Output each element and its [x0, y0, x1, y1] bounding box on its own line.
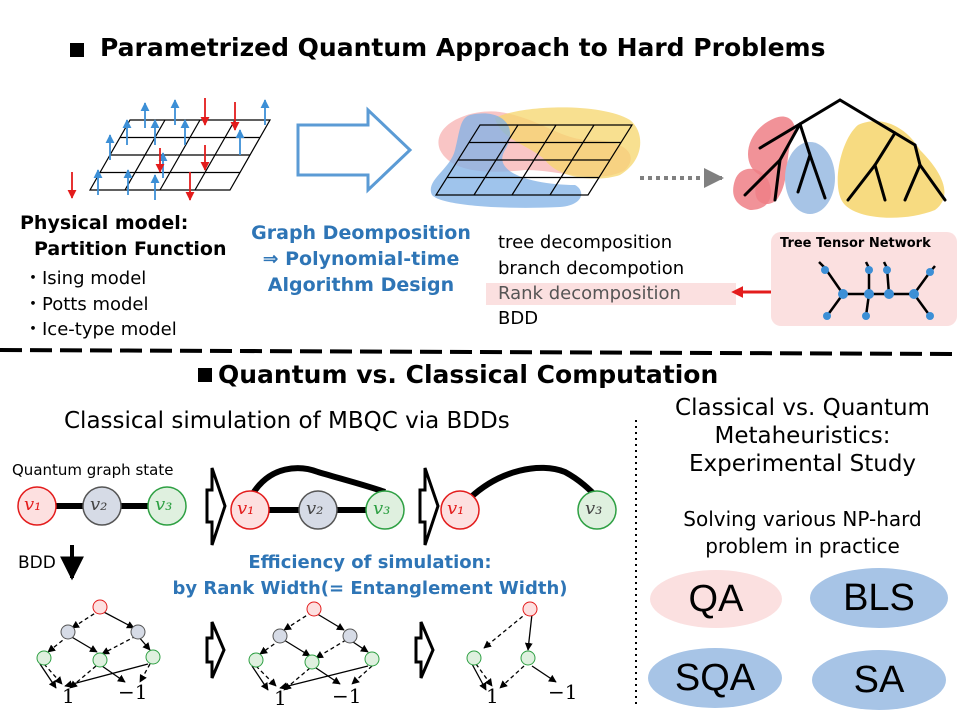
node-v3: v₃: [373, 498, 391, 519]
graph-state-2: [230, 465, 405, 530]
graph-decomp-line-3: Algorithm Design: [267, 274, 455, 296]
bdd-label: BDD: [18, 553, 56, 573]
model-item-ising: ・Ising model: [24, 268, 147, 289]
bdd-nodes: [36, 599, 538, 670]
graph-decomposition-label: Graph Deomposition ⇒ Polynomial-time Alg…: [236, 220, 486, 298]
metaheuristics-subtitle: Solving various NP-hard problem in pract…: [645, 506, 960, 560]
title-bullet-icon: [198, 368, 212, 382]
physical-model-label: Physical model:: [20, 212, 189, 234]
step-arrows: [205, 467, 440, 679]
decomp-tree: tree decomposition: [498, 232, 673, 253]
bdd-graph-1: [39, 609, 151, 689]
method-qa: QA: [650, 570, 782, 628]
big-right-arrow-icon: [296, 106, 413, 194]
terminal-one: 1: [62, 684, 75, 708]
meta-subtitle-line-1: Solving various NP-hard: [683, 507, 922, 531]
node-v2: v₂: [90, 494, 108, 515]
meta-title-line-2: Metaheuristics:: [714, 423, 891, 449]
step-arrow-icon: [418, 467, 440, 546]
efficiency-line-1: Efficiency of simulation:: [248, 552, 492, 573]
node-v1: v₁: [24, 494, 42, 515]
node-v3: v₃: [585, 498, 603, 519]
bdd-graph-2: [251, 611, 373, 691]
meta-title-line-1: Classical vs. Quantum: [675, 395, 930, 421]
bdd-graph-3: [471, 611, 557, 691]
method-sqa: SQA: [648, 648, 782, 708]
title-bullet-icon: [70, 43, 84, 57]
bottom-title: Quantum vs. Classical Computation: [218, 360, 719, 389]
partition-function-label: Partition Function: [34, 238, 227, 260]
graph-decomp-line-1: Graph Deomposition: [251, 222, 471, 244]
branch-tree: [733, 98, 947, 218]
graph-state-label: Quantum graph state: [12, 461, 174, 479]
node-v3: v₃: [155, 494, 173, 515]
metaheuristics-title: Classical vs. Quantum Metaheuristics: Ex…: [645, 394, 960, 478]
ttn-panel: [771, 232, 957, 326]
ttn-nodes: [821, 266, 934, 320]
terminal-minus-one: −1: [548, 680, 578, 704]
ising-lattice: [88, 119, 272, 191]
model-item-ice: ・Ice-type model: [24, 319, 177, 340]
step-arrow-icon: [414, 621, 435, 679]
decomp-bdd: BDD: [498, 308, 539, 329]
graph-state-3: [440, 464, 617, 530]
terminal-minus-one: −1: [118, 680, 148, 704]
sim-title: Classical simulation of MBQC via BDDs: [64, 408, 510, 434]
rank-highlight: [486, 283, 736, 305]
method-sa: SA: [812, 650, 946, 710]
graph-state-1: [17, 486, 187, 526]
top-title: Parametrized Quantum Approach to Hard Pr…: [100, 33, 826, 62]
section-divider: [0, 348, 960, 356]
terminal-one: 1: [274, 686, 287, 710]
method-bls: BLS: [810, 568, 948, 628]
decomp-rank: Rank decomposition: [498, 283, 681, 304]
model-item-potts: ・Potts model: [24, 294, 149, 315]
terminal-minus-one: −1: [332, 684, 362, 708]
efficiency-label: Efficiency of simulation: by Rank Width(…: [140, 550, 600, 602]
ttn-label: Tree Tensor Network: [780, 236, 931, 251]
meta-title-line-3: Experimental Study: [688, 451, 917, 477]
step-arrow-icon: [205, 467, 227, 546]
step-arrow-icon: [205, 621, 226, 679]
decomposed-lattice: [430, 107, 641, 208]
efficiency-line-2: by Rank Width(= Entanglement Width): [172, 578, 568, 599]
node-v2: v₂: [306, 498, 324, 519]
node-v1: v₁: [237, 498, 255, 519]
graph-decomp-line-2: ⇒ Polynomial-time: [262, 248, 460, 270]
decomp-branch: branch decompotion: [498, 258, 685, 279]
node-v1: v₁: [447, 498, 465, 519]
spin-arrows: [67, 98, 270, 201]
meta-subtitle-line-2: problem in practice: [705, 534, 900, 558]
terminal-one: 1: [486, 684, 499, 708]
